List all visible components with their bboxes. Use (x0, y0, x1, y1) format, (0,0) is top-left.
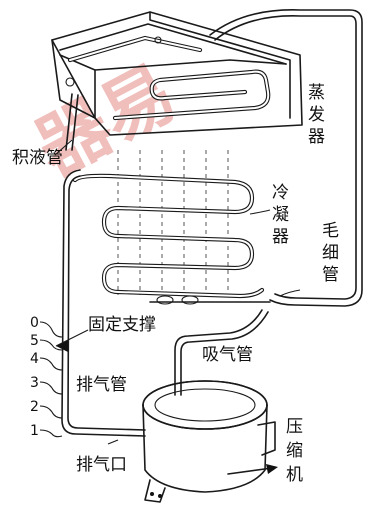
svg-text:器: 器 (308, 127, 325, 147)
label-compressor: 压 缩 机 (286, 417, 303, 485)
svg-text:管: 管 (322, 265, 339, 285)
svg-text:冷: 冷 (272, 183, 289, 203)
scale-mark: 1 (30, 423, 39, 439)
svg-text:缩: 缩 (286, 441, 303, 461)
svg-text:蒸: 蒸 (308, 83, 325, 103)
scale-marks: 0 5 4 3 2 1 (30, 315, 39, 439)
watermark: 器易 (23, 50, 190, 192)
scale-mark: 2 (30, 399, 39, 415)
svg-text:器: 器 (272, 227, 289, 247)
scale-mark: 3 (30, 375, 39, 391)
accumulator-pipe (65, 93, 79, 151)
discharge-pipe (56, 169, 146, 437)
evaporator (51, 11, 303, 136)
condenser (72, 150, 271, 305)
svg-text:器易: 器易 (23, 50, 190, 192)
label-discharge-pipe: 排气管 (76, 375, 127, 395)
label-evaporator: 蒸 发 器 (308, 83, 325, 147)
label-accumulator: 积液管 (12, 148, 63, 168)
label-fixed-support: 固定支撑 (88, 315, 156, 335)
label-condenser: 冷 凝 器 (272, 183, 289, 247)
suction-pipe (174, 309, 269, 396)
leader-lines (39, 139, 301, 445)
label-capillary: 毛 细 管 (322, 221, 339, 285)
label-suction-pipe: 吸气管 (202, 345, 253, 365)
svg-text:毛: 毛 (322, 221, 339, 241)
svg-text:机: 机 (286, 465, 303, 485)
svg-text:凝: 凝 (272, 205, 289, 225)
scale-mark: 0 (30, 315, 39, 331)
svg-text:细: 细 (322, 243, 339, 263)
scale-mark: 5 (30, 333, 39, 349)
compressor (142, 380, 278, 503)
fixed-support-marker (56, 340, 68, 352)
scale-mark: 4 (30, 351, 39, 367)
label-discharge-port: 排气口 (76, 455, 127, 475)
svg-text:发: 发 (308, 105, 325, 125)
svg-text:压: 压 (286, 417, 303, 437)
capillary-tube (209, 9, 363, 307)
